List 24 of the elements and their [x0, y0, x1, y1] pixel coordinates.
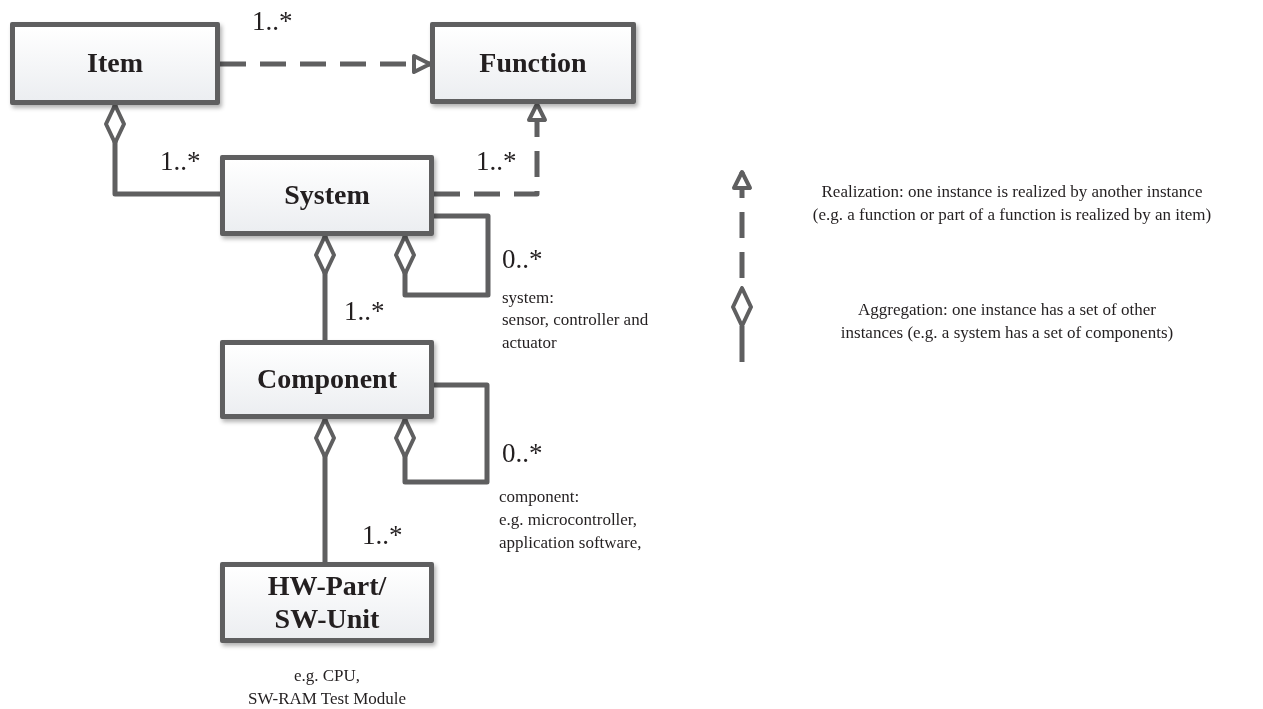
class-box	[220, 155, 434, 236]
note-text: component:	[499, 486, 581, 508]
dashed-arrow	[220, 54, 432, 74]
note-text: sensor, controller and actuator	[502, 309, 650, 354]
class-box	[220, 340, 434, 419]
legend-text: Realization: one instance is realized by another instance (e.g. a function or part of a function is realized by an item)	[811, 181, 1213, 226]
aggregation-line	[104, 103, 220, 197]
class-name: System	[284, 179, 370, 212]
dashed-arrow	[434, 102, 547, 197]
note-text: system:	[502, 287, 555, 309]
legend-text: Aggregation: one instance has a set of other instances (e.g. a system has a set of components)	[839, 299, 1175, 344]
class-box	[10, 22, 220, 105]
note-text: e.g. microcontroller, application software,	[499, 509, 643, 554]
class-name: Function	[479, 46, 587, 80]
class-name: Component	[257, 363, 397, 396]
aggregation-line	[394, 213, 491, 298]
class-name: HW-Part/ SW-Unit	[266, 570, 388, 635]
node-note: e.g. CPU, SW-RAM Test Module	[247, 665, 407, 709]
class-name: Item	[87, 47, 143, 80]
class-box	[430, 22, 636, 104]
aggregation-line	[314, 234, 336, 340]
aggregation-line	[314, 417, 336, 562]
aggregation-line	[394, 382, 490, 485]
class-box	[220, 562, 434, 643]
